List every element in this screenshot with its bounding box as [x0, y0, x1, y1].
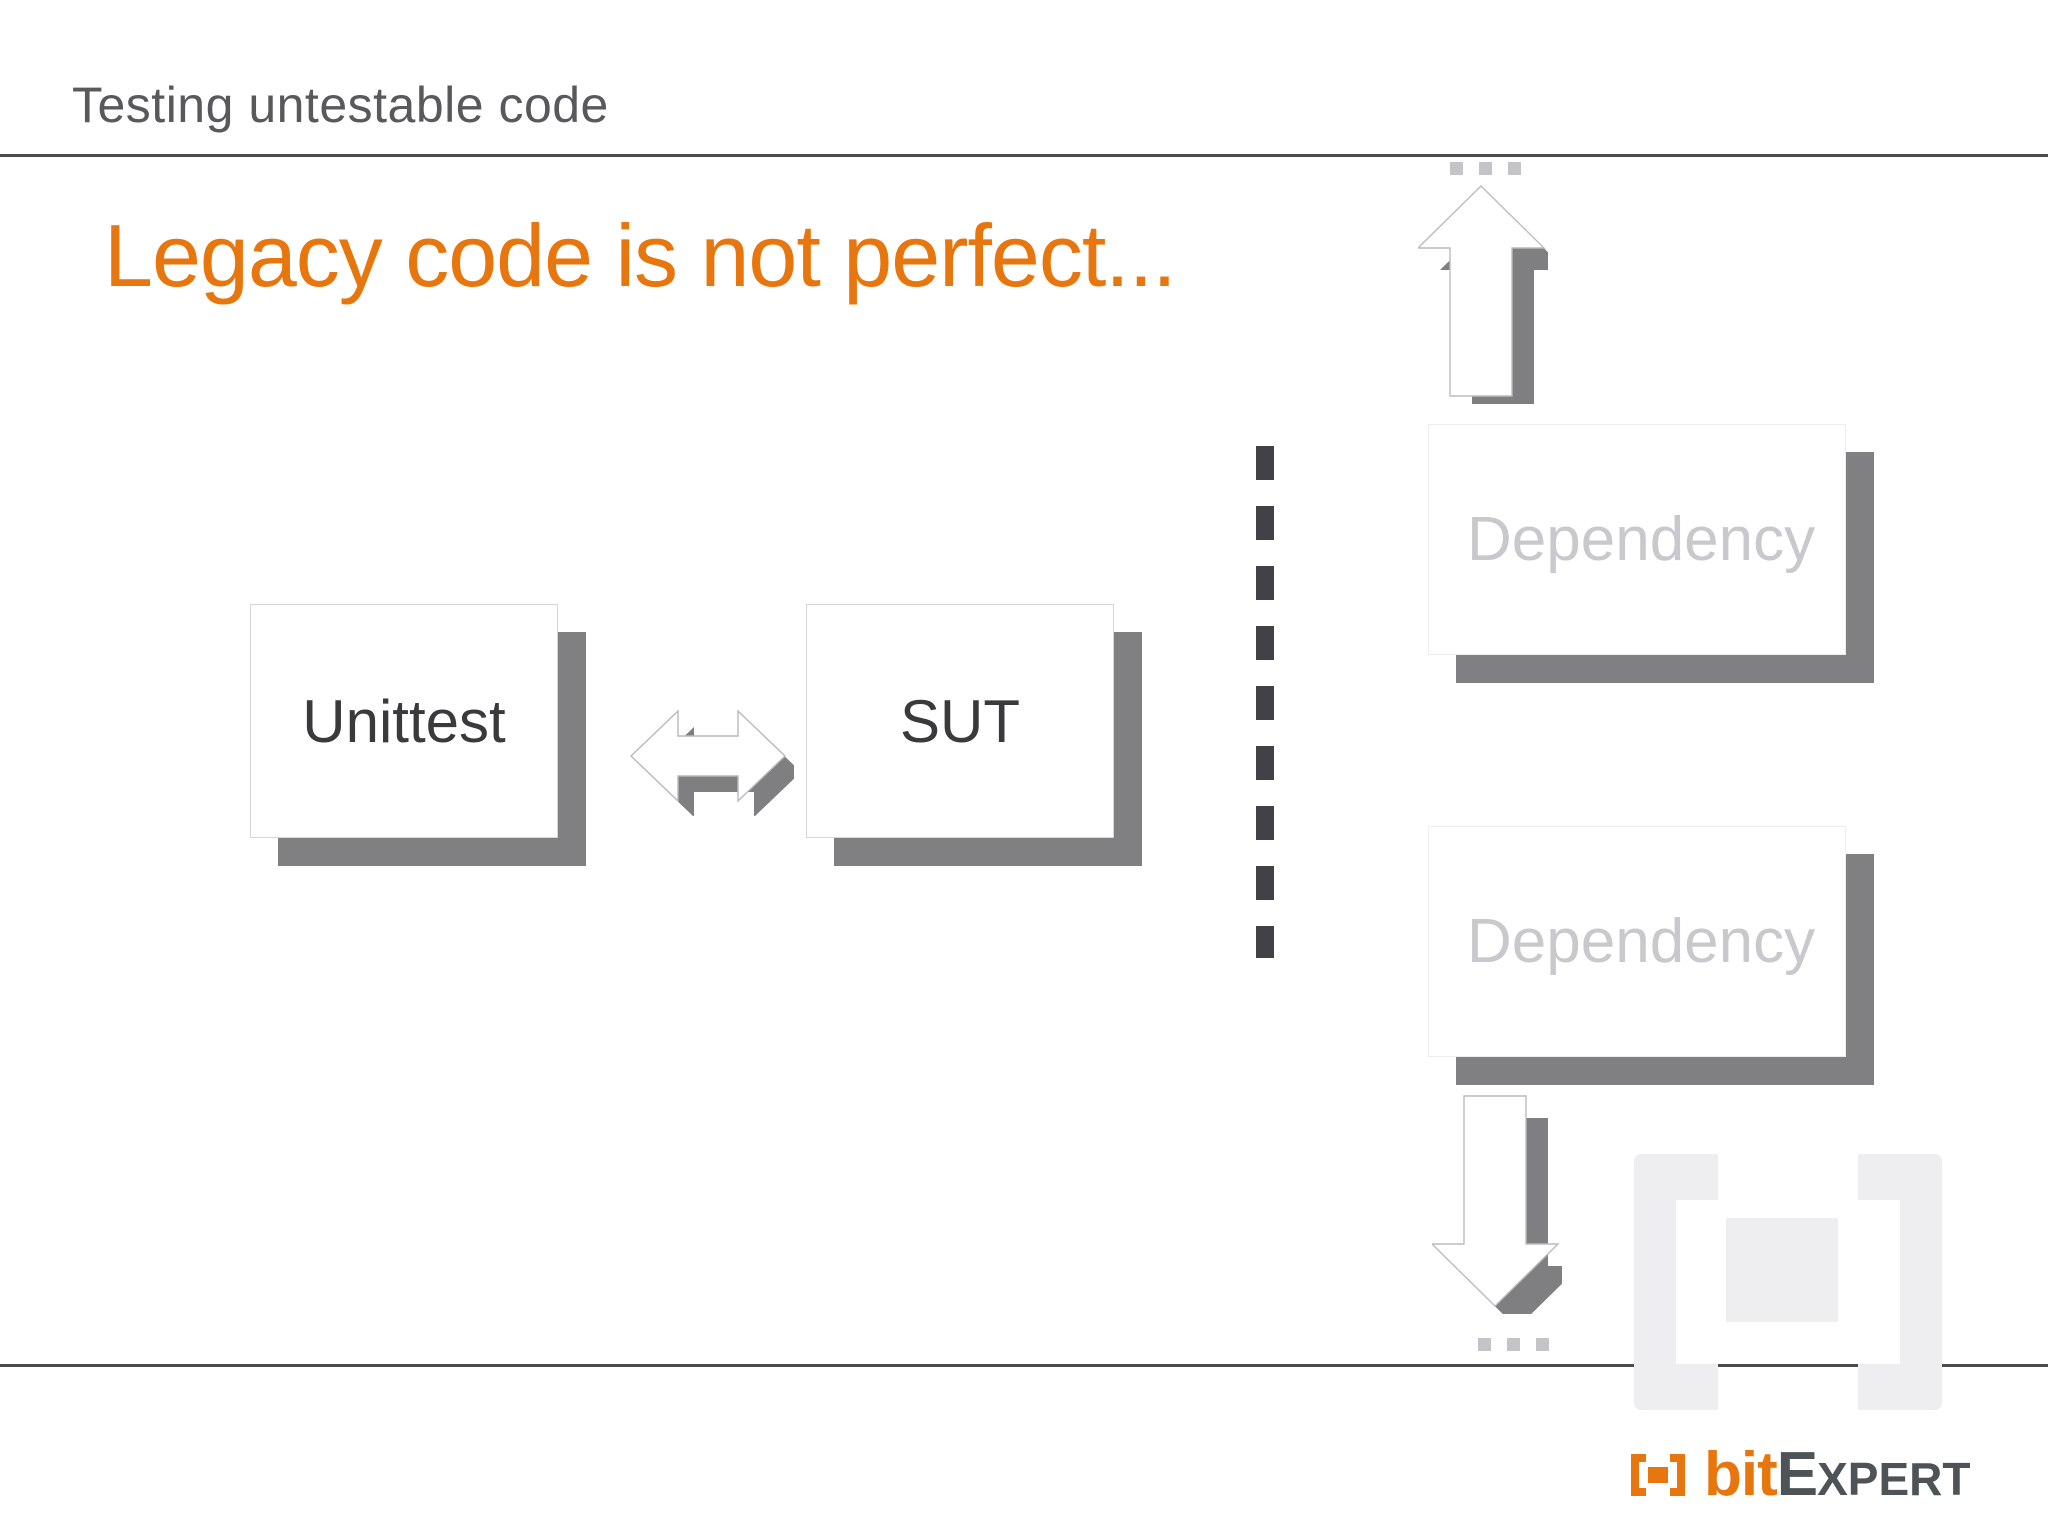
- unittest-box-face: Unittest: [250, 604, 558, 838]
- dot-icon: [1450, 162, 1463, 175]
- dependency-box-1-face: Dependency: [1428, 424, 1846, 655]
- bitexpert-bracket-icon: [1628, 1452, 1688, 1498]
- sut-box-face: SUT: [806, 604, 1114, 838]
- brand-expert-rest: XPERT: [1817, 1453, 1971, 1505]
- dependency-box-1: Dependency: [1428, 424, 1874, 683]
- dependency-box-2: Dependency: [1428, 826, 1874, 1085]
- arrow-down-icon: [1432, 1092, 1562, 1314]
- dot-icon: [1536, 1338, 1549, 1351]
- dot-icon: [1478, 1338, 1491, 1351]
- page-title: Testing untestable code: [72, 77, 609, 133]
- dependency-box-1-label: Dependency: [1467, 505, 1816, 574]
- arrow-up-icon: [1418, 182, 1548, 404]
- bitexpert-bracket-watermark-icon: [1632, 1152, 1944, 1412]
- ellipsis-bottom-icon: [1478, 1338, 1549, 1351]
- dependency-box-2-face: Dependency: [1428, 826, 1846, 1057]
- dependency-box-2-label: Dependency: [1467, 907, 1816, 976]
- dot-icon: [1479, 162, 1492, 175]
- brand-bit-text: bit: [1704, 1440, 1778, 1509]
- unittest-box-label: Unittest: [302, 687, 506, 755]
- footer-divider: [0, 1364, 2048, 1367]
- bidirectional-arrow-icon: [598, 696, 794, 816]
- brand-expert-initial: E: [1776, 1440, 1818, 1509]
- sut-box: SUT: [806, 604, 1142, 866]
- dot-icon: [1508, 162, 1521, 175]
- dot-icon: [1507, 1338, 1520, 1351]
- test-boundary-dashed-line: [1256, 446, 1274, 958]
- headline: Legacy code is not perfect...: [104, 206, 1177, 305]
- header-divider: [0, 154, 2048, 157]
- ellipsis-top-icon: [1450, 162, 1521, 175]
- bitexpert-wordmark: bit E XPERT: [1704, 1444, 1970, 1506]
- bitexpert-logo: bit E XPERT: [1628, 1440, 1970, 1510]
- sut-box-label: SUT: [900, 687, 1020, 755]
- unittest-box: Unittest: [250, 604, 586, 866]
